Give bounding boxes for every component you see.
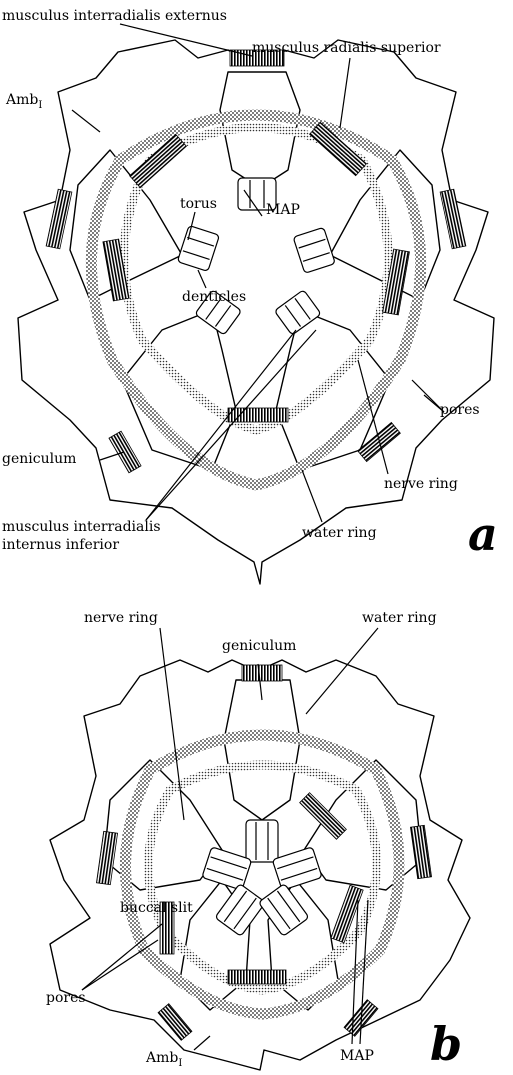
label-musculus-interradialis-internus-inferior-a1: musculus interradialis	[2, 519, 161, 535]
label-musculus-radialis-superior-a: musculus radialis superior	[252, 40, 441, 56]
label-pores-a: pores	[440, 402, 480, 418]
label-nerve-ring-a: nerve ring	[384, 476, 458, 492]
label-torus-a: torus	[180, 196, 217, 212]
label-map-b: MAP	[340, 1048, 374, 1064]
tooth-top-b	[246, 820, 278, 862]
panel-b: nerve ring geniculum water ring buccal s…	[46, 610, 470, 1071]
musculus-interradialis-internus-inferior-a	[228, 408, 288, 422]
pyramid-top-b	[224, 680, 300, 820]
label-amb-a: AmbI	[5, 92, 42, 111]
label-nerve-ring-b: nerve ring	[84, 610, 158, 626]
panel-letter-a: a	[468, 507, 498, 561]
label-pores-b: pores	[46, 990, 86, 1006]
label-water-ring-b: water ring	[362, 610, 437, 626]
label-amb-b: AmbI	[145, 1050, 182, 1069]
label-map-a: MAP	[266, 202, 300, 218]
geniculum-muscle-b	[242, 665, 282, 681]
label-water-ring-a: water ring	[302, 525, 377, 541]
label-denticles-a: denticles	[182, 289, 246, 305]
label-musculus-interradialis-internus-inferior-a2: internus inferior	[2, 537, 119, 553]
panel-letter-b: b	[430, 1017, 462, 1071]
label-geniculum-a: geniculum	[2, 451, 76, 467]
label-musculus-interradialis-externus-a: musculus interradialis externus	[2, 8, 227, 24]
muscle-bottom-b	[228, 970, 286, 984]
panel-a: musculus interradialis externus musculus…	[2, 8, 498, 584]
label-geniculum-b: geniculum	[222, 638, 296, 654]
label-buccal-slit-b: buccal slit	[120, 900, 193, 916]
